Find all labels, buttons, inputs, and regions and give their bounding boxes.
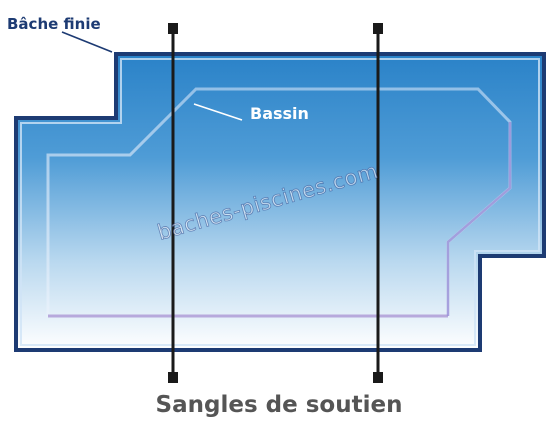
support-strap-right xyxy=(373,23,383,383)
cover-rim-highlight xyxy=(20,58,540,346)
support-strap-left xyxy=(168,23,178,383)
basin-leader-line xyxy=(193,103,243,121)
basin-label: Bassin xyxy=(250,104,309,123)
finished-cover-label: Bâche finie xyxy=(7,15,101,33)
finished-cover-outline xyxy=(14,52,546,352)
cover-leader-line xyxy=(61,31,113,53)
support-straps-caption: Sangles de soutien xyxy=(156,392,403,418)
pool-basin-side-edge xyxy=(446,122,512,316)
